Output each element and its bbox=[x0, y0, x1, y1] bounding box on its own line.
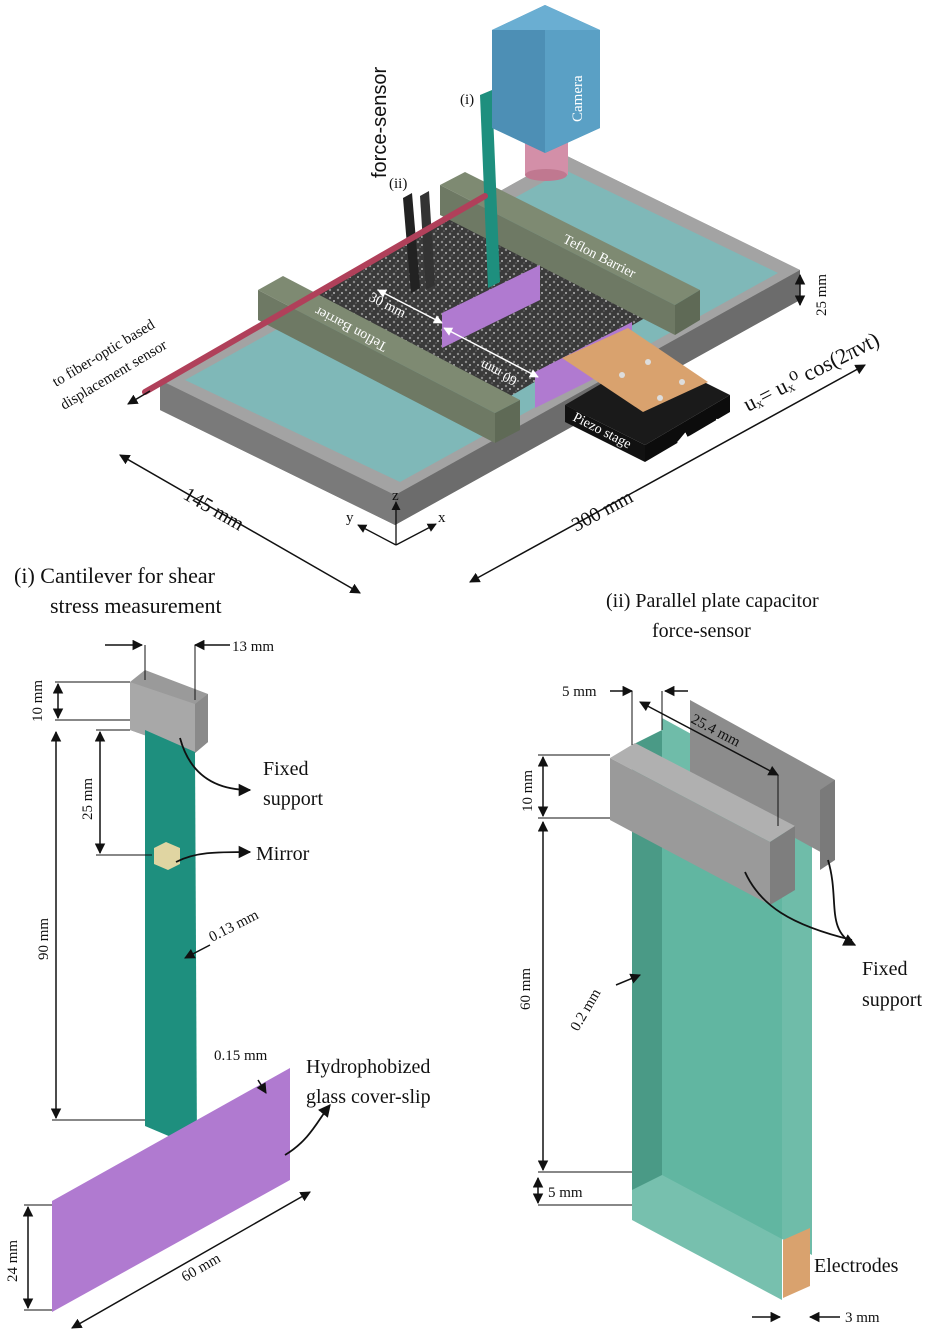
dim-300mm: 300 mm bbox=[568, 486, 637, 537]
dim-0-2mm: 0.2 mm bbox=[568, 986, 605, 1034]
axis-z: z bbox=[392, 488, 399, 504]
dim-25mm: 25 mm bbox=[80, 778, 96, 820]
dim-145mm: 145 mm bbox=[180, 483, 249, 535]
mirror-label: Mirror bbox=[256, 843, 310, 865]
coverslip-label-line2: glass cover-slip bbox=[306, 1086, 431, 1108]
teflon-barrier-top-shape bbox=[440, 172, 700, 305]
dim-145mm-arrow bbox=[119, 454, 361, 594]
camera-label: Camera bbox=[570, 75, 586, 122]
capacitor-panel: (ii) Parallel plate capacitor force-sens… bbox=[518, 590, 922, 1326]
dim-10mm: 10 mm bbox=[30, 680, 46, 722]
trough-setup: Teflon Barrier Teflon Barrier (i) (ii) f… bbox=[50, 5, 883, 594]
dim-90mm: 90 mm bbox=[36, 918, 52, 960]
force-sensor-plate-a bbox=[403, 193, 420, 293]
dim-0-13mm: 0.13 mm bbox=[207, 907, 262, 946]
electrodes-shape bbox=[783, 1228, 810, 1298]
capacitor-fixed-support-line2: support bbox=[862, 989, 922, 1011]
force-sensor-label: force-sensor bbox=[369, 67, 391, 178]
cantilever-in-trough bbox=[480, 90, 500, 288]
cantilever-strip bbox=[145, 730, 197, 1148]
force-sensor-plate-b bbox=[420, 191, 435, 290]
axis-x: x bbox=[438, 510, 446, 526]
fixed-support-label-line2: support bbox=[263, 788, 323, 810]
fixed-support-label-line1: Fixed bbox=[263, 758, 309, 780]
dim-5mm-top: 5 mm bbox=[562, 684, 597, 700]
marker-ii: (ii) bbox=[389, 176, 407, 192]
cantilever-title-line1: (i) Cantilever for shear bbox=[14, 563, 216, 588]
dim-0-15mm: 0.15 mm bbox=[214, 1048, 268, 1064]
cantilever-panel: (i) Cantilever for shear stress measurem… bbox=[5, 563, 431, 1329]
dim-300mm-arrow bbox=[469, 364, 866, 583]
coordinate-axes: z x y bbox=[346, 488, 446, 546]
dim-25mm-height: 25 mm bbox=[814, 274, 830, 316]
coverslip-label-line1: Hydrophobized bbox=[306, 1056, 430, 1078]
dim-30mm-arrow bbox=[377, 289, 443, 324]
dim-60mm-capacitor: 60 mm bbox=[518, 968, 534, 1010]
capacitor-title-line1: (ii) Parallel plate capacitor bbox=[606, 590, 819, 612]
dim-24mm: 24 mm bbox=[5, 1240, 21, 1282]
dim-13mm: 13 mm bbox=[232, 639, 274, 655]
electrodes-label: Electrodes bbox=[814, 1255, 899, 1277]
fiber-optic-rod bbox=[142, 193, 488, 395]
axis-y: y bbox=[346, 510, 354, 526]
capacitor-title-line2: force-sensor bbox=[652, 620, 751, 642]
dim-60mm: 60 mm bbox=[179, 1250, 224, 1285]
oscillation-equation: uₓ= uₓ⁰ cos(2πνt) bbox=[739, 326, 883, 416]
dim-10mm-capacitor: 10 mm bbox=[520, 770, 536, 812]
teflon-barrier-bottom-shape bbox=[258, 276, 520, 413]
dim-5mm-bottom: 5 mm bbox=[548, 1185, 583, 1201]
capacitor-fixed-support-line1: Fixed bbox=[862, 958, 908, 980]
marker-i: (i) bbox=[460, 92, 474, 108]
cantilever-title-line2: stress measurement bbox=[50, 593, 222, 618]
dim-3mm: 3 mm bbox=[845, 1310, 880, 1326]
mirror-shape bbox=[154, 842, 180, 870]
coverslip-in-trough bbox=[442, 265, 540, 348]
camera-lens bbox=[525, 140, 568, 175]
